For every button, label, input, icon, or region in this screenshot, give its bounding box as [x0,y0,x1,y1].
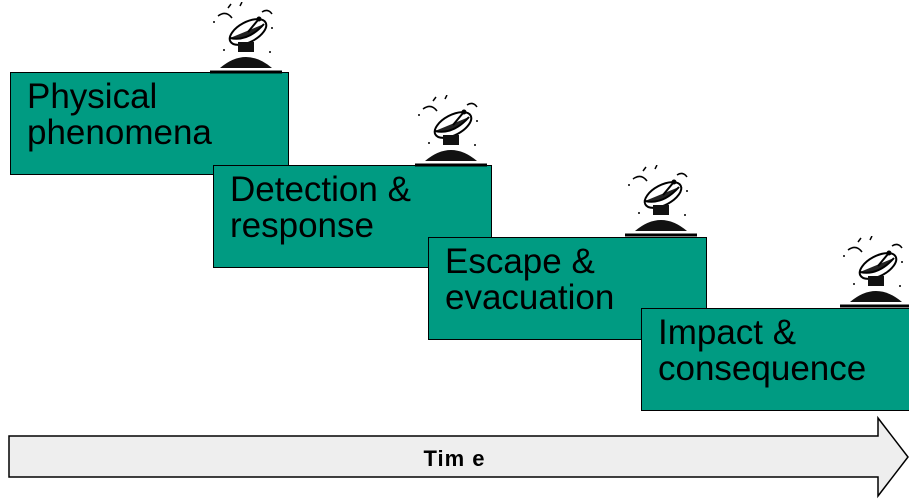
time-arrow [8,415,909,499]
time-label: Tim e [423,446,486,471]
satellite-dish-icon [840,236,909,308]
step-label-line1: Detection & [230,170,411,209]
step-label-line1: Escape & [445,242,595,281]
step-impact-consequence: Impact & consequence [641,308,909,411]
satellite-dish-icon [210,2,282,74]
step-label-line2: response [230,206,374,245]
step-label-line1: Physical [27,77,158,116]
step-escape-evacuation: Escape & evacuation [428,237,707,340]
satellite-dish-icon [415,95,487,167]
step-label-line1: Impact & [658,313,797,352]
step-label-line2: phenomena [27,113,212,152]
step-physical-phenomena: Physical phenomena [10,72,289,175]
satellite-dish-icon [625,165,697,237]
step-label-line2: consequence [658,349,867,388]
step-label-line2: evacuation [445,278,615,317]
